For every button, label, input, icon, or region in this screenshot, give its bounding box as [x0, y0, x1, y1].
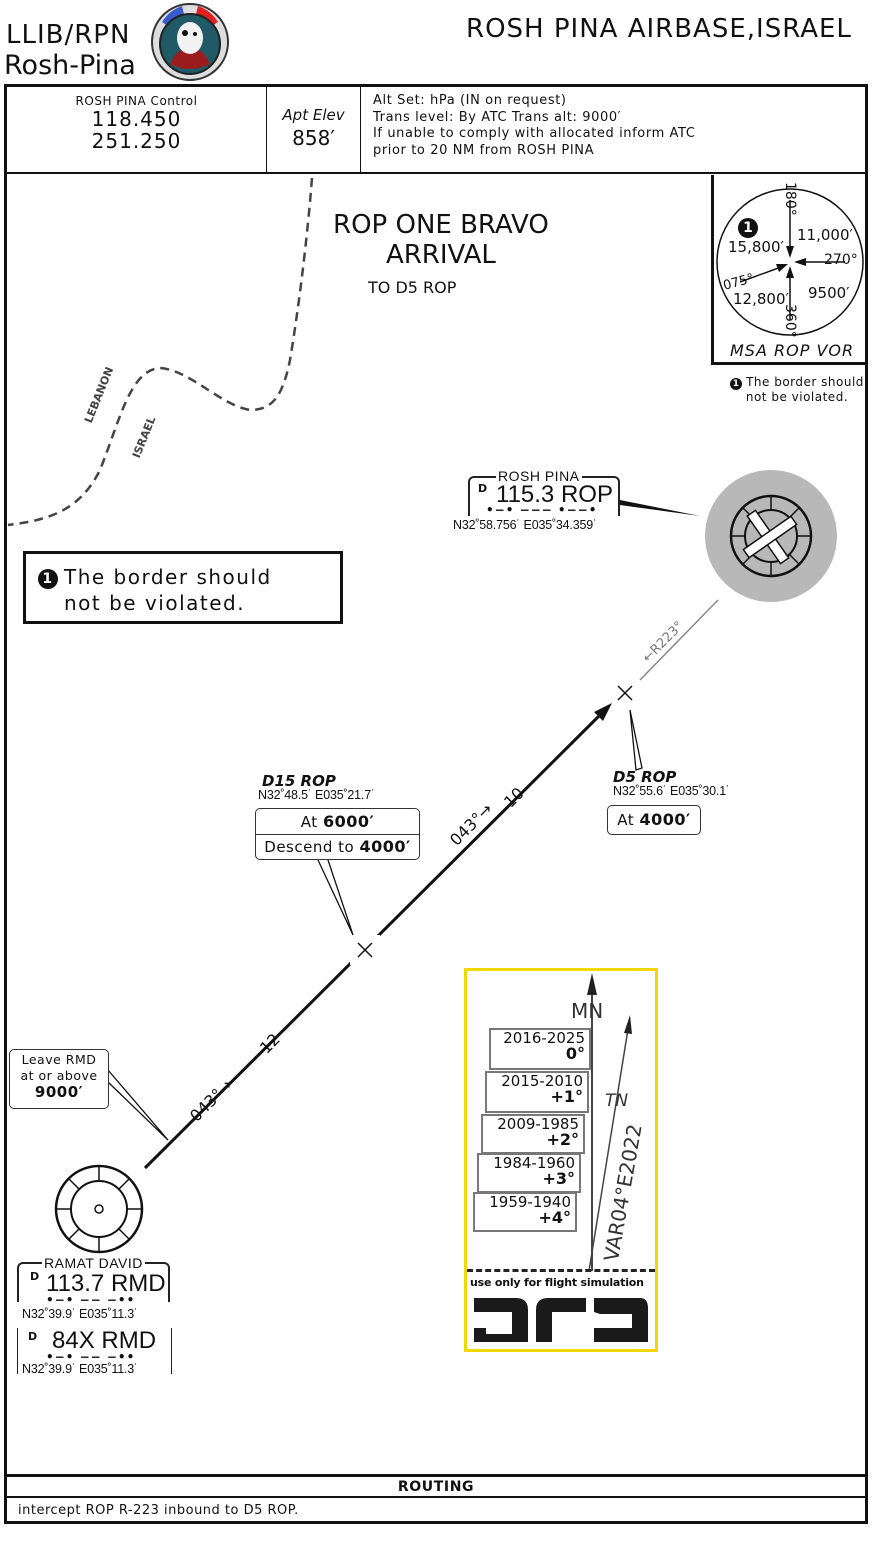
rmd-tacan-coords: N32˚39.9˙ E035˚11.3˙: [22, 1362, 138, 1376]
track-arrowhead: [594, 703, 612, 721]
msa-bearing-360: 360°: [782, 304, 798, 338]
d15-alt1: At 6000′: [256, 809, 419, 835]
frequency-uhf: 251.250: [91, 129, 182, 153]
border-line: [7, 177, 314, 527]
msa-diagram: [716, 188, 864, 336]
d15-altitude-box: At 6000′ Descend to 4000′: [255, 808, 420, 860]
d5-fix-icon: [617, 685, 633, 701]
rmd-tacan-morse: •−• −− −••: [46, 1350, 136, 1364]
procedure-title-line2: ARRIVAL: [385, 240, 496, 270]
rop-navaid-freq: 115.3 ROP: [496, 481, 613, 508]
squadron-patch-icon: [148, 0, 232, 84]
rop-navaid-name: ROSH PINA: [496, 468, 582, 484]
d15-leader: [317, 859, 354, 936]
rmd-navaid-name: RAMAT DAVID: [42, 1255, 145, 1271]
routing-text: intercept ROP R-223 inbound to D5 ROP.: [18, 1503, 299, 1518]
msa-sector-ne: 11,000′: [797, 226, 853, 244]
variation-row: 2015-2010+1°: [485, 1071, 589, 1113]
rop-coords: N32˚58.756˙ E035˚34.359˙: [453, 518, 597, 532]
elevation-label: Apt Elev: [282, 106, 345, 124]
procedure-title-line1: ROP ONE BRAVO: [333, 210, 549, 240]
simulation-disclaimer: use only for flight simulation: [470, 1276, 644, 1289]
rop-leader: [620, 500, 700, 516]
procedure-title: ROP ONE BRAVO ARRIVAL: [333, 210, 549, 270]
north-arrows: [587, 973, 632, 1271]
chart-title: ROSH PINA AIRBASE,ISRAEL: [466, 14, 852, 44]
dcs-logo-icon: [474, 1298, 648, 1342]
rmd-leader: [107, 1069, 169, 1141]
rmd-tacan-channel: 84X RMD: [52, 1327, 157, 1354]
msa-box: [711, 175, 868, 365]
msa-note-marker: 1: [738, 218, 764, 238]
variation-row: 2009-1985+2°: [481, 1114, 585, 1154]
elevation-value: 858′: [292, 126, 335, 150]
routing-heading: ROUTING: [4, 1474, 868, 1498]
d15-fix-name: D15 ROP: [262, 772, 336, 790]
routing-section: ROUTING intercept ROP R-223 inbound to D…: [4, 1474, 868, 1524]
d5-altitude-box: At 4000′: [607, 805, 701, 835]
chart-frame: [4, 84, 868, 1524]
magnetic-north-label: MN: [571, 999, 604, 1023]
msa-bearing-180: 180°: [782, 182, 798, 216]
magvar-divider: [467, 1269, 655, 1272]
msa-sector-sw: 12,800′: [733, 290, 789, 308]
d5-fix-name: D5 ROP: [613, 768, 677, 786]
procedure-subtitle: TO D5 ROP: [368, 278, 457, 297]
rmd-morse: •−• −− −••: [46, 1293, 136, 1307]
variation-row: 1959-1940+4°: [473, 1192, 577, 1232]
d15-fix-icon: [357, 942, 373, 958]
d5-leader: [629, 709, 643, 771]
radial-line: [639, 599, 719, 681]
frequency-vhf: 118.450: [91, 107, 182, 131]
rmd-tacan-prefix: D: [28, 1330, 38, 1343]
control-frequency-cell: ROSH PINA Control 118.450 251.250: [7, 84, 267, 172]
msa-sector-se: 9500′: [808, 284, 850, 302]
note-line: Trans level: By ATC Trans alt: 9000′: [373, 109, 622, 125]
airport-ident: LLIB/RPN: [6, 20, 131, 50]
msa-label: MSA ROP VOR: [730, 341, 855, 360]
control-label: ROSH PINA Control: [75, 94, 198, 108]
note-line: If unable to comply with allocated infor…: [373, 126, 696, 141]
variation-row: 1984-1960+3°: [477, 1153, 581, 1193]
rmd-navaid-freq: 113.7 RMD: [46, 1270, 166, 1297]
rmd-leave-box: Leave RMD at or above 9000′: [9, 1049, 109, 1109]
d15-coords: N32˚48.5˙ E035˚21.7˙: [258, 788, 375, 802]
altimeter-notes: Alt Set: hPa (IN on request) Trans level…: [361, 84, 865, 172]
d5-coords: N32˚55.6˙ E035˚30.1˙: [613, 784, 730, 798]
rop-dme-prefix: D: [478, 482, 488, 495]
note-line: Alt Set: hPa (IN on request): [373, 93, 567, 108]
rmd-vor-icon: [54, 1164, 144, 1254]
elevation-cell: Apt Elev 858′: [267, 84, 361, 172]
info-row: ROSH PINA Control 118.450 251.250 Apt El…: [4, 84, 868, 174]
d15-alt2: Descend to 4000′: [264, 837, 411, 856]
rmd-coords: N32˚39.9˙ E035˚11.3˙: [22, 1307, 138, 1321]
rop-vor-icon: [705, 470, 837, 602]
rmd-tacan-box: [17, 1328, 172, 1374]
rop-morse: •−• −−− •−−•: [486, 503, 598, 517]
msa-sector-nw: 15,800′: [728, 238, 784, 256]
true-north-label: TN: [605, 1091, 629, 1111]
msa-bearing-270: 270°: [824, 252, 858, 268]
note-line: prior to 20 NM from ROSH PINA: [373, 142, 595, 158]
rmd-dme-prefix: D: [30, 1270, 40, 1283]
airport-city: Rosh-Pina: [4, 50, 136, 81]
